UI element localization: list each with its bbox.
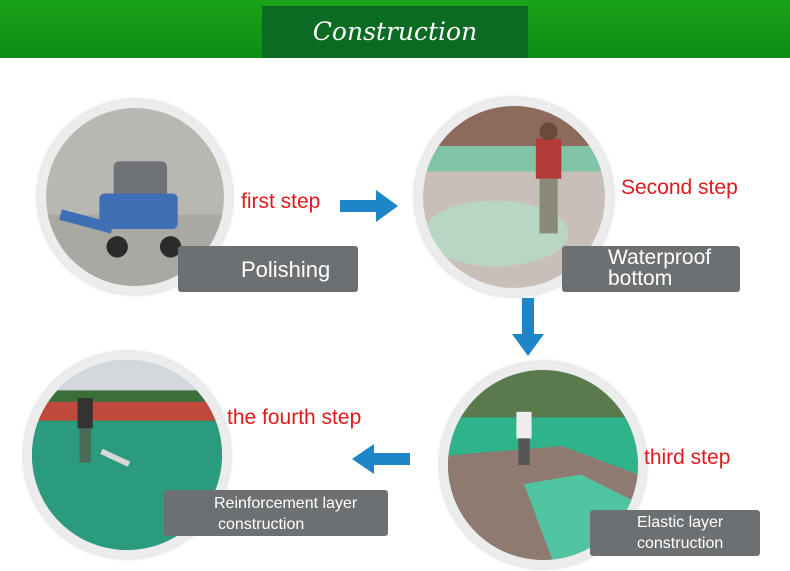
photo-elastic-layer <box>440 362 646 568</box>
caption-waterproof-line-2: bottom <box>608 267 673 290</box>
photo-waterproof <box>415 98 613 296</box>
step-label-second: Second step <box>621 176 738 199</box>
step-label-third: third step <box>644 446 731 469</box>
caption-reinforcement-layer: Reinforcement layer construction <box>164 490 388 536</box>
caption-polishing-line-1: Polishing <box>241 257 331 282</box>
caption-waterproof-line-1: Waterproof <box>608 246 712 269</box>
caption-elastic-layer: Elastic layer construction <box>590 510 760 556</box>
arrow-left-icon <box>352 444 410 474</box>
caption-reinforcement-line-2: construction <box>218 516 305 533</box>
caption-polishing: Polishing <box>178 246 358 292</box>
page-title: Construction process <box>312 17 478 98</box>
step-label-first: first step <box>241 190 321 213</box>
caption-elastic-line-1: Elastic layer <box>637 514 724 531</box>
caption-waterproof: Waterproof bottom <box>562 246 740 292</box>
caption-elastic-line-2: construction <box>637 535 724 552</box>
arrow-down-icon <box>512 298 544 356</box>
step-label-fourth: the fourth step <box>227 406 362 429</box>
caption-reinforcement-line-1: Reinforcement layer <box>214 495 358 512</box>
header-title-box: Construction process <box>262 6 528 98</box>
arrow-right-icon <box>340 190 398 222</box>
